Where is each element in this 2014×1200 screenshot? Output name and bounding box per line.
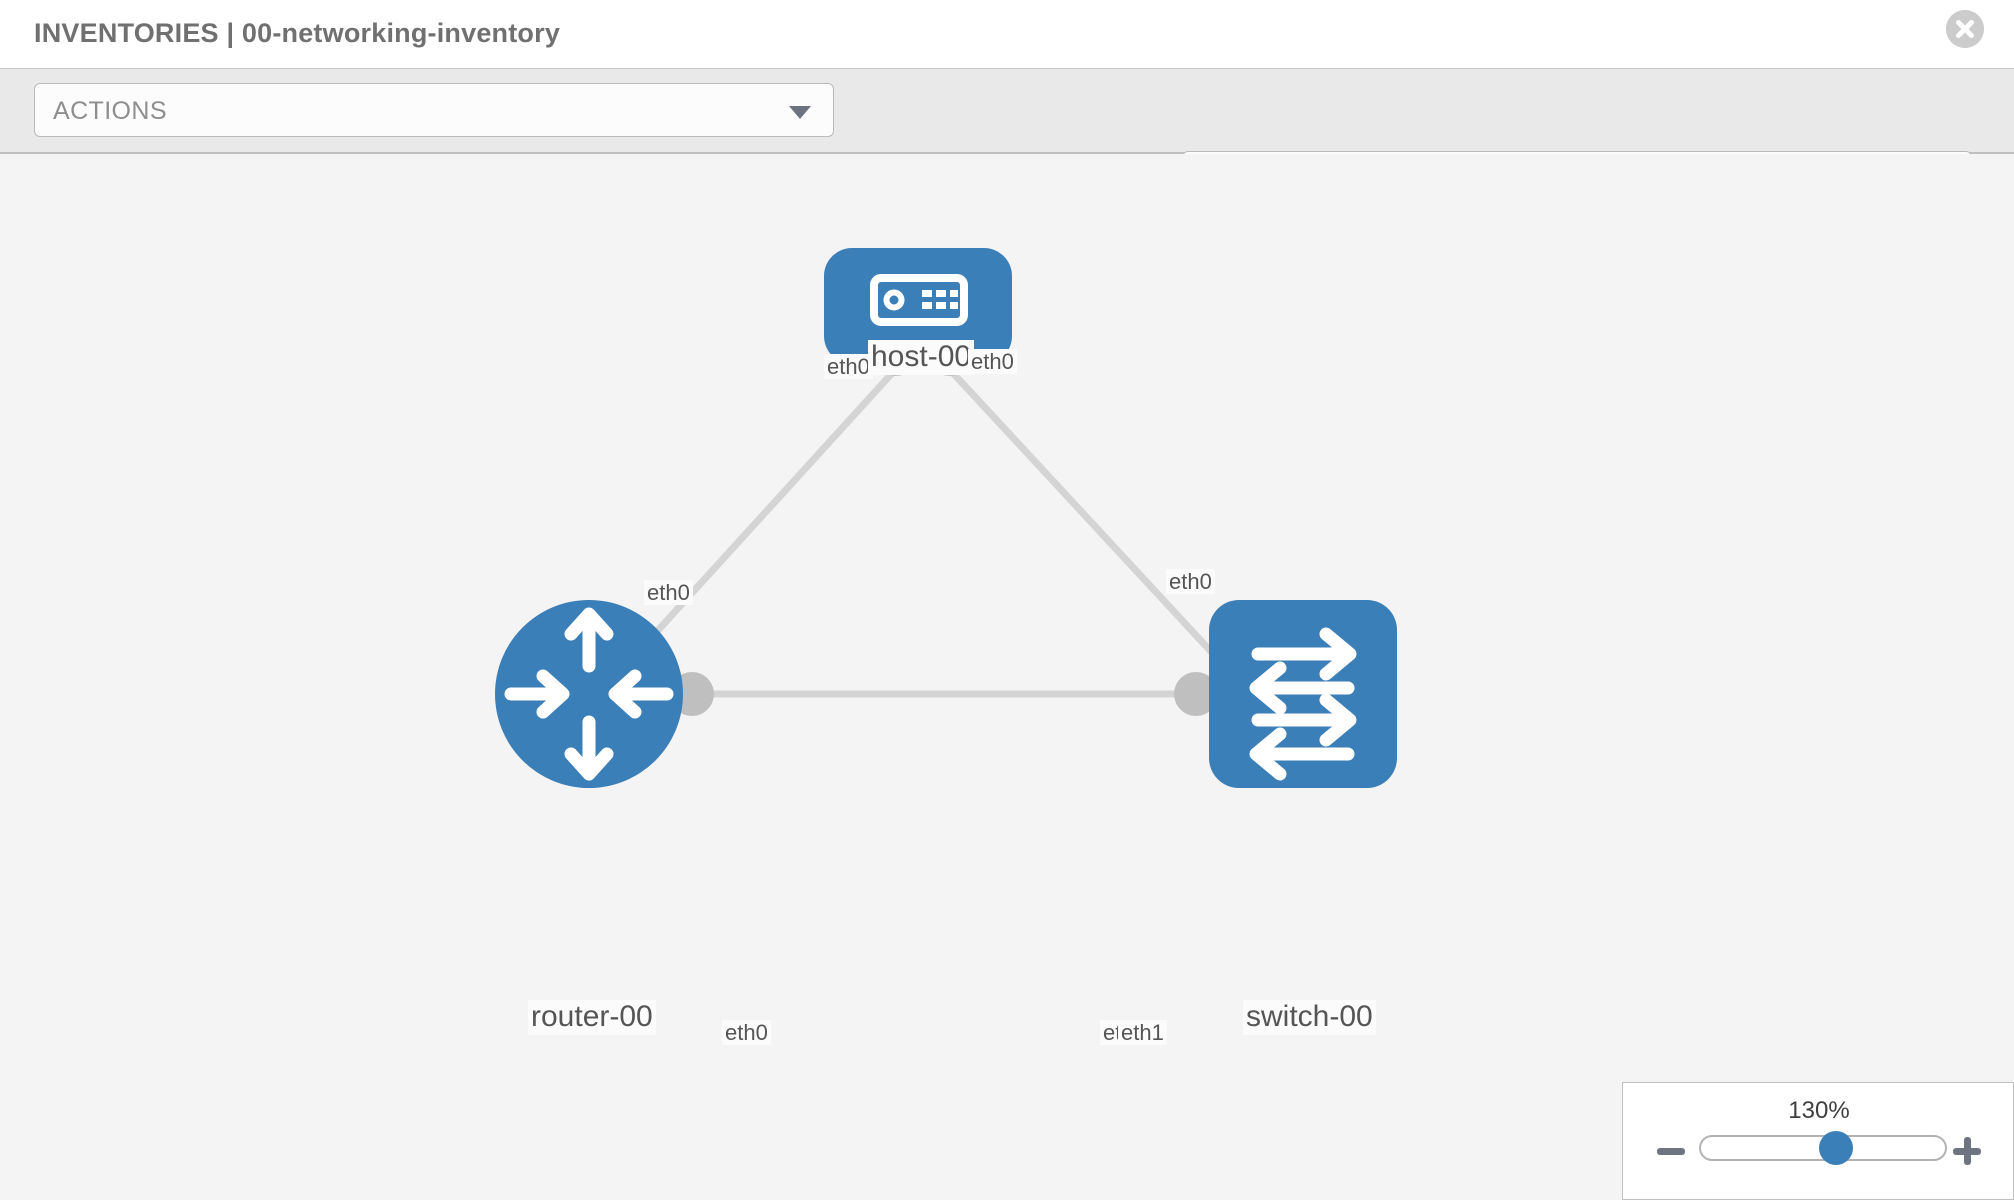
zoom-level-value: 130%	[1788, 1097, 1850, 1124]
iface-label-host-left: eth0	[824, 354, 873, 380]
iface-label-router-up: eth0	[644, 580, 693, 606]
actions-dropdown[interactable]: ACTIONS	[34, 83, 834, 137]
zoom-slider-thumb[interactable]	[1819, 1131, 1853, 1165]
topology-edges	[597, 356, 1258, 702]
node-label-host: host-00	[868, 340, 975, 375]
zoom-out-button[interactable]	[1657, 1137, 1685, 1165]
switch-arrows-icon	[1249, 627, 1357, 781]
router-arrows-icon	[504, 607, 674, 781]
node-label-router: router-00	[528, 1000, 656, 1035]
node-label-switch: switch-00	[1243, 1000, 1376, 1035]
iface-label-switch-left-b: eth1	[1118, 1020, 1167, 1046]
node-switch-00	[1209, 600, 1397, 788]
actions-dropdown-label: ACTIONS	[53, 97, 167, 125]
server-icon	[870, 274, 968, 326]
minus-icon	[1657, 1148, 1685, 1155]
iface-label-switch-up: eth0	[1166, 569, 1215, 595]
topology-canvas[interactable]: eth0 host-00 eth0 eth0 eth0 eth0 eth0 et…	[0, 154, 2014, 1200]
zoom-in-button[interactable]	[1953, 1137, 1981, 1165]
node-router-00	[495, 600, 683, 788]
toolbar: ACTIONS SEARCH	[0, 68, 2014, 205]
connector-switch-left	[1174, 672, 1218, 716]
close-icon[interactable]	[1946, 10, 1984, 48]
plus-icon-vertical	[1964, 1137, 1971, 1165]
iface-label-router-right: eth0	[722, 1020, 771, 1046]
edge-host-switch	[937, 356, 1258, 702]
page-title: INVENTORIES | 00-networking-inventory	[34, 18, 561, 48]
iface-label-host-right: eth0	[968, 349, 1017, 375]
topology-graph	[495, 248, 1397, 788]
page-header: INVENTORIES | 00-networking-inventory	[0, 0, 2014, 68]
zoom-control-panel: 130%	[1622, 1082, 2014, 1200]
chevron-down-icon	[789, 106, 811, 119]
node-host-00	[824, 248, 1012, 364]
